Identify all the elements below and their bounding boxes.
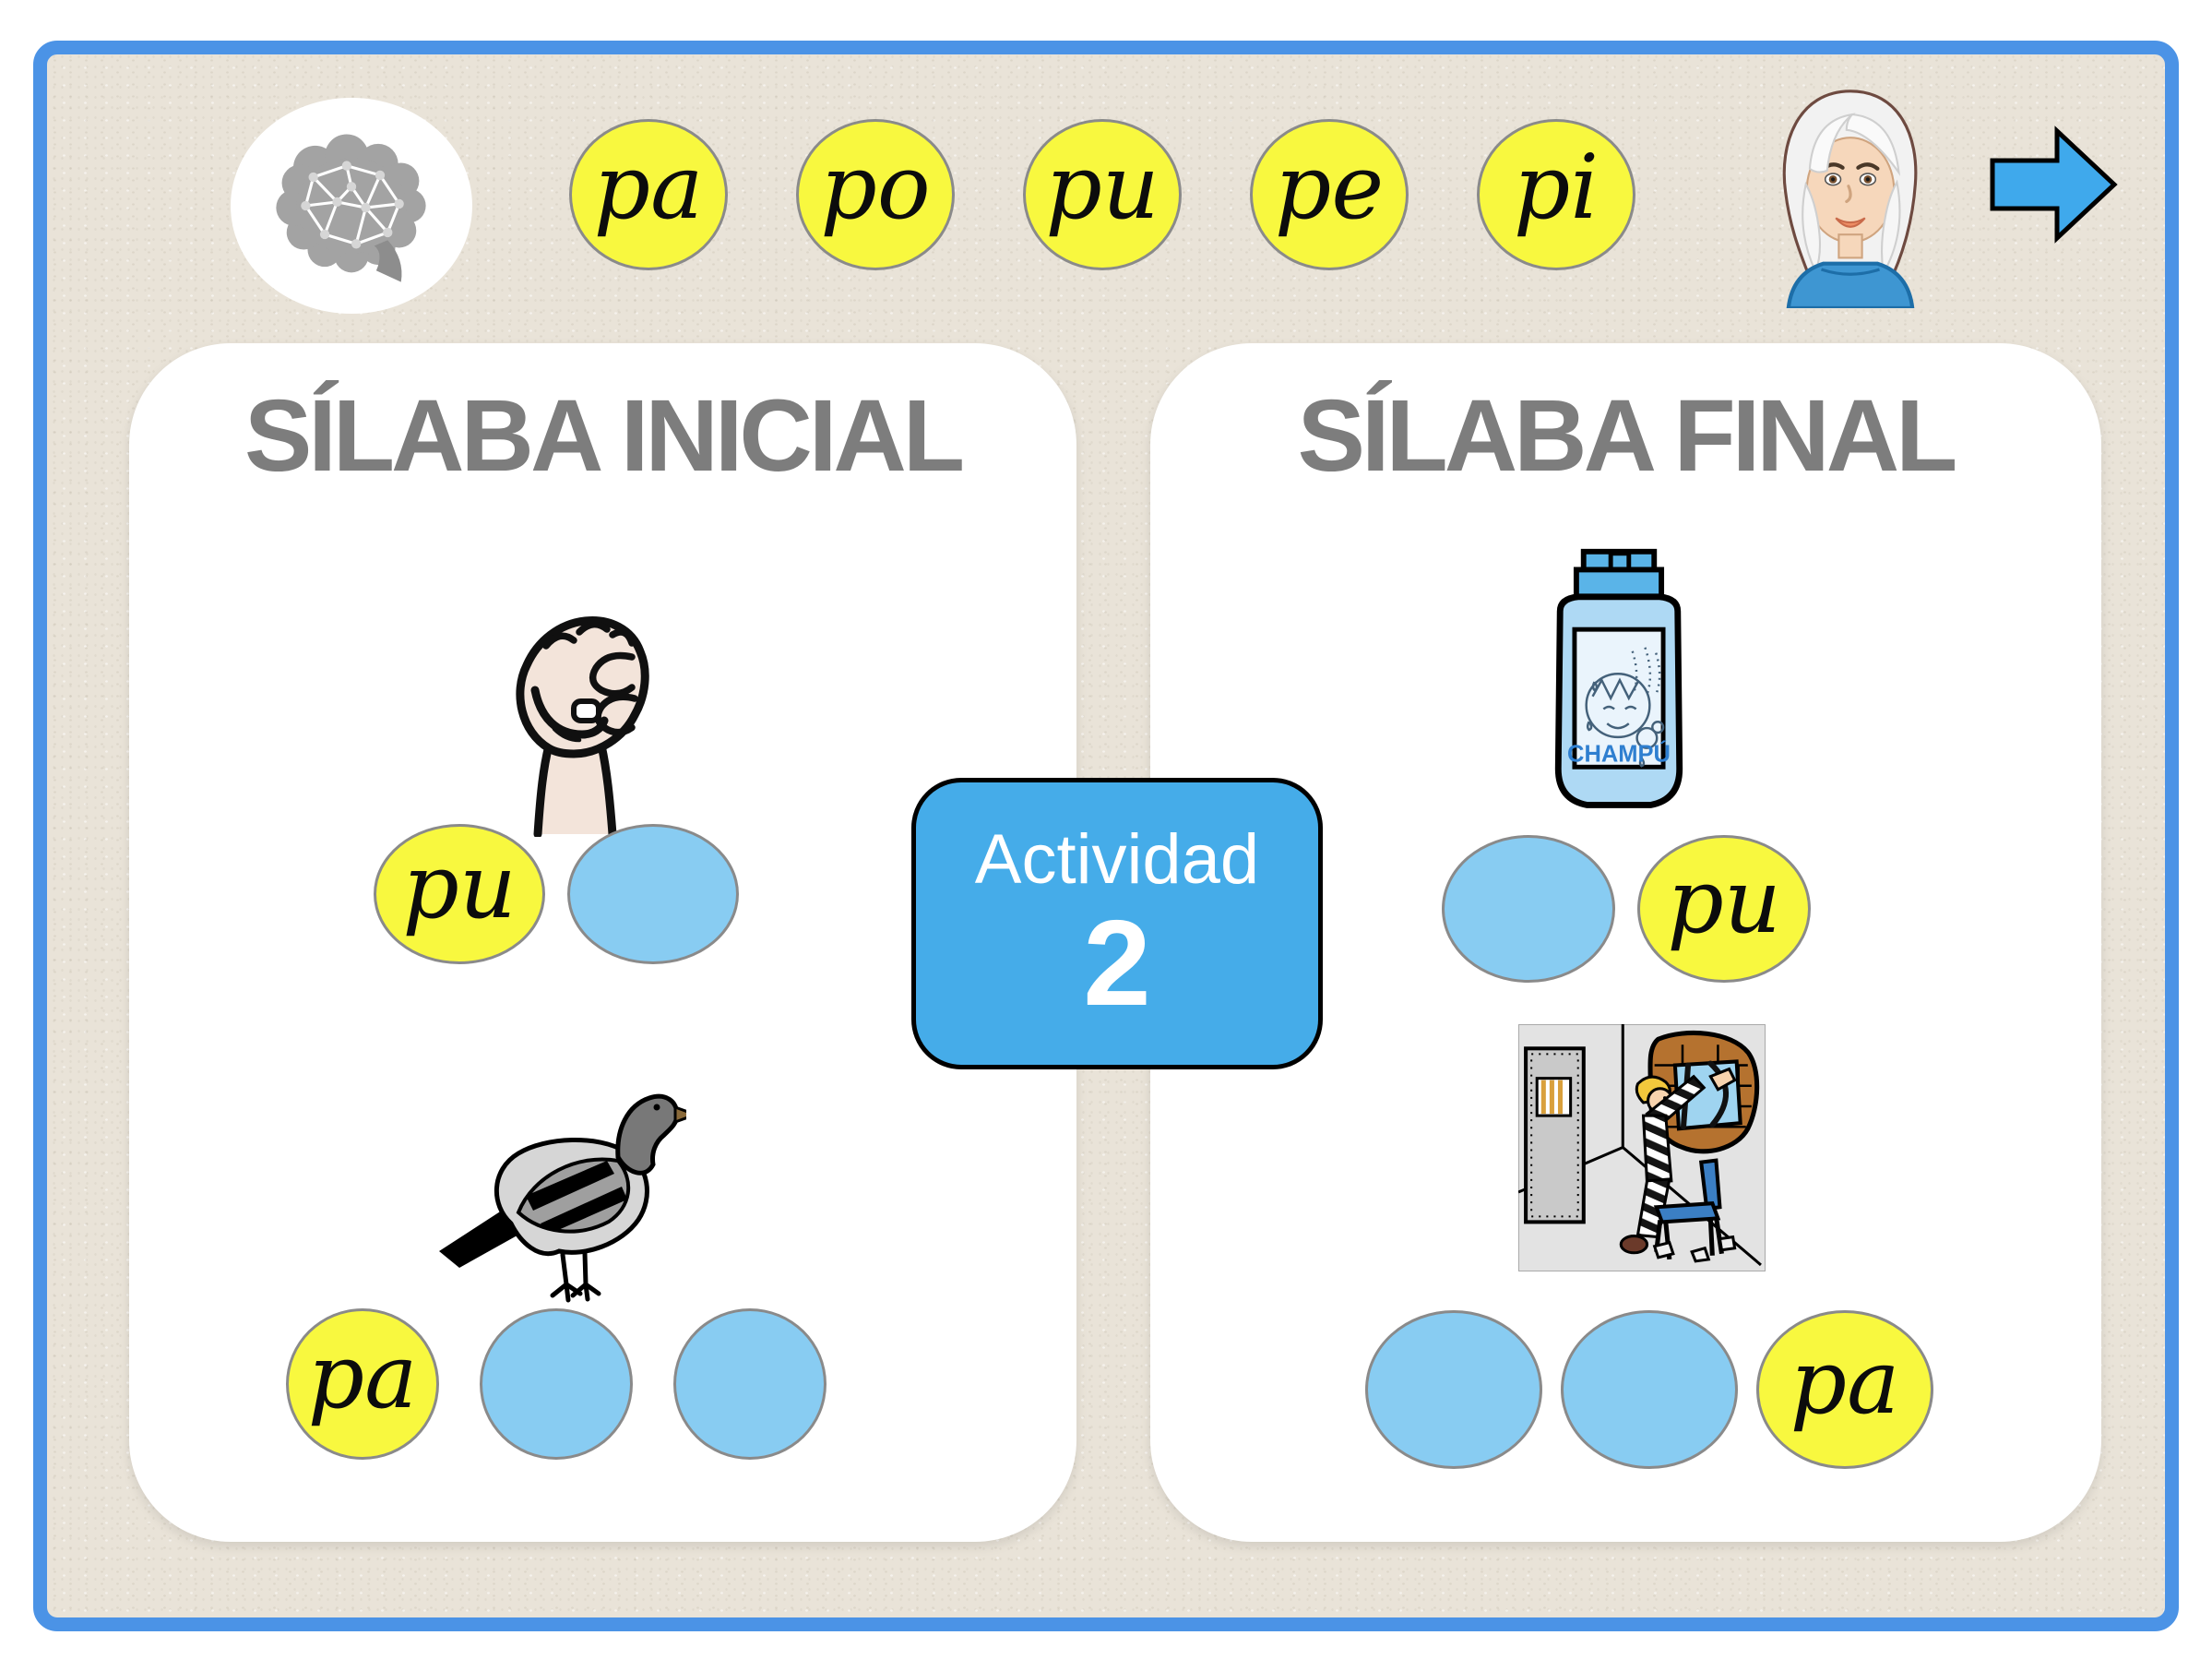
syllable-text: pu [1667, 850, 1781, 953]
activity-label: Actividad [974, 820, 1260, 900]
fist-image [461, 574, 678, 841]
shampoo-bottle-image: CHAMPÚ [1524, 543, 1714, 831]
empty-slot-circle[interactable] [1561, 1310, 1738, 1469]
empty-slot-circle[interactable] [1365, 1310, 1542, 1469]
pigeon-image [417, 1050, 700, 1331]
left-panel-title: SÍLABA INICIAL [244, 379, 965, 493]
slot-row-fist: pu [374, 824, 739, 964]
prison-escape-image [1516, 1022, 1767, 1276]
syllable-chip-row: pa po pu pe pi [569, 119, 1635, 270]
shampoo-label-text: CHAMPÚ [1567, 739, 1671, 767]
brain-icon [276, 134, 426, 282]
slot-row-shampoo: pu [1442, 835, 1811, 983]
next-arrow-button[interactable] [1989, 124, 2120, 245]
empty-slot-circle[interactable] [567, 824, 739, 964]
syllable-circle-pu[interactable]: pu [1637, 835, 1811, 983]
syllable-chip-pi[interactable]: pi [1477, 119, 1635, 270]
activity-badge: Actividad 2 [911, 778, 1323, 1069]
brain-badge [231, 98, 472, 314]
slot-row-escape: pa [1365, 1310, 1933, 1469]
syllable-circle-pa[interactable]: pa [1756, 1310, 1933, 1469]
syllable-text: pu [402, 835, 517, 938]
syllable-text: pa [1790, 1331, 1900, 1434]
teacher-avatar-icon [1782, 90, 1918, 311]
syllable-text: pu [1045, 136, 1160, 239]
syllable-chip-pa[interactable]: pa [569, 119, 728, 270]
syllable-chip-pu[interactable]: pu [1023, 119, 1182, 270]
syllable-circle-pa[interactable]: pa [286, 1308, 439, 1460]
empty-slot-circle[interactable] [1442, 835, 1615, 983]
right-panel-title: SÍLABA FINAL [1297, 379, 1958, 493]
syllable-text: po [820, 136, 931, 239]
empty-slot-circle[interactable] [673, 1308, 827, 1460]
syllable-chip-po[interactable]: po [796, 119, 955, 270]
syllable-text: pa [307, 1325, 418, 1428]
slot-row-pigeon: pa [286, 1308, 827, 1460]
activity-number: 2 [1083, 894, 1151, 1031]
syllable-text: pa [593, 136, 704, 239]
empty-slot-circle[interactable] [480, 1308, 633, 1460]
syllable-text: pe [1274, 136, 1385, 239]
teacher-avatar [1753, 76, 1948, 311]
syllable-circle-pu[interactable]: pu [374, 824, 545, 964]
syllable-text: pi [1513, 136, 1600, 239]
next-arrow-icon [1990, 125, 2118, 244]
syllable-chip-pe[interactable]: pe [1250, 119, 1409, 270]
